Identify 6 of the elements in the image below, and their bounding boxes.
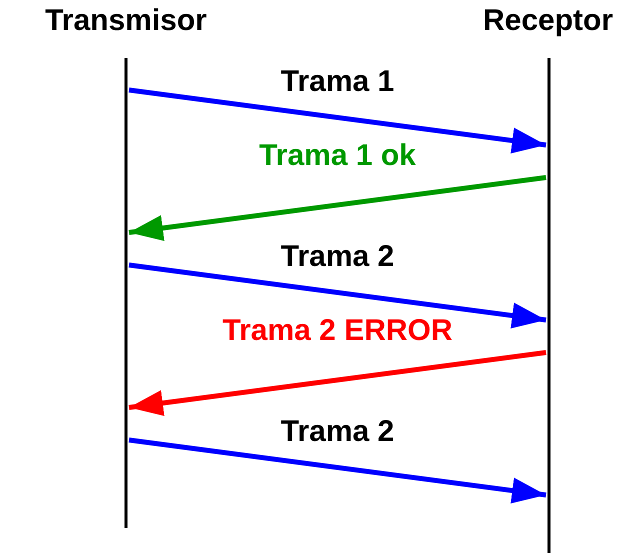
- message-arrow: [128, 438, 546, 504]
- lifeline-heading: Transmisor: [44, 4, 208, 38]
- lifeline-heading: Receptor: [482, 4, 614, 38]
- message-arrow: [128, 350, 546, 416]
- message-arrow: [128, 88, 546, 154]
- message-arrow: [128, 175, 546, 241]
